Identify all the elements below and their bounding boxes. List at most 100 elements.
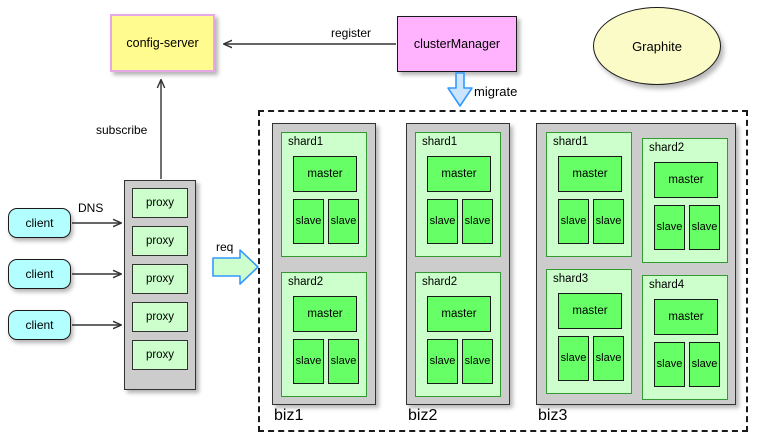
proxy-node-2-label: proxy	[145, 235, 175, 247]
node-config-server-label: config-server	[126, 36, 199, 50]
biz3-shard1[interactable]: shard1 master slave slave	[546, 132, 632, 257]
biz1-shard2-slave-1[interactable]: slave	[293, 339, 324, 384]
biz3-shard4-slave-1[interactable]: slave	[654, 342, 685, 387]
biz3-shard2-slave-2[interactable]: slave	[689, 205, 720, 250]
proxy-node-3-label: proxy	[145, 273, 175, 285]
edge-label-migrate: migrate	[474, 84, 518, 99]
proxy-node-4[interactable]: proxy	[132, 302, 188, 332]
biz3-shard4-master-label: master	[668, 311, 704, 323]
biz1-shard1-slave-1[interactable]: slave	[293, 199, 324, 244]
node-client-1-label: client	[25, 216, 54, 230]
biz1-shard1-title: shard1	[288, 136, 324, 148]
biz3-shard3-master[interactable]: master	[558, 293, 622, 329]
biz3-shard1-slave-1-label: slave	[560, 214, 587, 227]
biz-group-biz1-frame: shard1 master slave slave shard2 master …	[272, 123, 376, 405]
biz2-shard1[interactable]: shard1 master slave slave	[415, 132, 501, 257]
node-config-server[interactable]: config-server	[110, 14, 215, 72]
edge-migrate-arrow	[447, 72, 473, 107]
biz-group-biz3-frame: shard1 master slave slave shard2 master …	[536, 123, 736, 405]
biz1-shard1-slave-2[interactable]: slave	[328, 199, 359, 244]
proxy-node-5[interactable]: proxy	[132, 340, 188, 370]
biz1-shard2-slave-2[interactable]: slave	[328, 339, 359, 384]
proxy-node-1-label: proxy	[145, 197, 175, 209]
biz3-shard4-slave-1-label: slave	[656, 357, 683, 370]
biz3-shard1-slave-2-label: slave	[595, 214, 622, 227]
biz1-shard2-master[interactable]: master	[293, 296, 357, 332]
biz1-shard1-master-label: master	[307, 168, 343, 180]
edge-label-req: req	[216, 240, 234, 254]
biz2-shard2-slave-2[interactable]: slave	[462, 339, 493, 384]
biz1-shard2-slave-1-label: slave	[295, 354, 322, 367]
biz3-shard1-master[interactable]: master	[558, 156, 622, 192]
proxy-cluster-frame: proxy proxy proxy proxy proxy	[124, 180, 196, 390]
biz1-shard2[interactable]: shard2 master slave slave	[281, 272, 367, 397]
biz2-shard1-title: shard1	[422, 136, 458, 148]
biz3-shard3[interactable]: shard3 master slave slave	[546, 269, 632, 394]
biz1-shard1-slave-2-label: slave	[330, 214, 357, 227]
node-cluster-manager[interactable]: clusterManager	[397, 16, 517, 72]
edge-label-subscribe: subscribe	[96, 123, 148, 137]
biz3-shard2-master-label: master	[668, 174, 704, 186]
biz1-shard2-master-label: master	[307, 308, 343, 320]
node-graphite-label: Graphite	[632, 38, 682, 54]
proxy-node-2[interactable]: proxy	[132, 226, 188, 256]
biz1-shard2-slave-2-label: slave	[330, 354, 357, 367]
biz3-shard4[interactable]: shard4 master slave slave	[642, 275, 728, 400]
biz-group-biz2-frame: shard1 master slave slave shard2 master …	[406, 123, 510, 405]
biz3-shard4-master[interactable]: master	[654, 299, 718, 335]
biz3-shard2[interactable]: shard2 master slave slave	[642, 138, 728, 263]
biz3-shard2-slave-1-label: slave	[656, 220, 683, 233]
biz2-shard2-slave-1[interactable]: slave	[427, 339, 458, 384]
biz3-shard1-slave-2[interactable]: slave	[593, 199, 624, 244]
biz2-shard1-slave-2[interactable]: slave	[462, 199, 493, 244]
edge-req-arrow	[212, 249, 259, 285]
biz2-shard2-master-label: master	[441, 308, 477, 320]
biz2-shard2-master[interactable]: master	[427, 296, 491, 332]
biz3-shard3-slave-2-label: slave	[595, 351, 622, 364]
biz1-shard2-title: shard2	[288, 276, 324, 288]
biz2-shard2-slave-1-label: slave	[429, 354, 456, 367]
biz-group-biz3-label: biz3	[538, 407, 568, 424]
proxy-node-5-label: proxy	[145, 349, 175, 361]
biz1-shard1-slave-1-label: slave	[295, 214, 322, 227]
node-client-1[interactable]: client	[8, 208, 71, 238]
biz3-shard1-slave-1[interactable]: slave	[558, 199, 589, 244]
proxy-node-3[interactable]: proxy	[132, 264, 188, 294]
biz3-shard3-slave-1[interactable]: slave	[558, 336, 589, 381]
edge-label-dns: DNS	[78, 201, 104, 215]
biz3-shard2-slave-1[interactable]: slave	[654, 205, 685, 250]
edge-label-register: register	[331, 26, 372, 40]
biz2-shard2-title: shard2	[422, 276, 458, 288]
biz1-shard1[interactable]: shard1 master slave slave	[281, 132, 367, 257]
biz3-shard4-slave-2-label: slave	[691, 357, 718, 370]
backend-zone	[258, 110, 748, 432]
biz2-shard2[interactable]: shard2 master slave slave	[415, 272, 501, 397]
proxy-node-1[interactable]: proxy	[132, 188, 188, 218]
node-client-2-label: client	[25, 267, 54, 281]
biz3-shard3-slave-2[interactable]: slave	[593, 336, 624, 381]
biz3-shard2-title: shard2	[649, 142, 685, 154]
biz3-shard3-slave-1-label: slave	[560, 351, 587, 364]
node-client-3[interactable]: client	[8, 310, 71, 340]
biz3-shard3-master-label: master	[572, 305, 608, 317]
node-cluster-manager-label: clusterManager	[413, 37, 501, 51]
biz3-shard4-slave-2[interactable]: slave	[689, 342, 720, 387]
node-client-2[interactable]: client	[8, 259, 71, 289]
biz2-shard1-slave-1-label: slave	[429, 214, 456, 227]
biz3-shard1-title: shard1	[553, 136, 589, 148]
biz1-shard1-master[interactable]: master	[293, 156, 357, 192]
biz2-shard1-slave-2-label: slave	[464, 214, 491, 227]
biz-group-biz2-label: biz2	[408, 407, 438, 424]
biz2-shard1-master[interactable]: master	[427, 156, 491, 192]
biz3-shard1-master-label: master	[572, 168, 608, 180]
biz3-shard2-master[interactable]: master	[654, 162, 718, 198]
biz2-shard1-master-label: master	[441, 168, 477, 180]
biz3-shard4-title: shard4	[649, 279, 685, 291]
biz2-shard2-slave-2-label: slave	[464, 354, 491, 367]
node-client-3-label: client	[25, 318, 54, 332]
proxy-node-4-label: proxy	[145, 311, 175, 323]
biz3-shard3-title: shard3	[553, 273, 589, 285]
node-graphite[interactable]: Graphite	[593, 7, 721, 85]
biz2-shard1-slave-1[interactable]: slave	[427, 199, 458, 244]
